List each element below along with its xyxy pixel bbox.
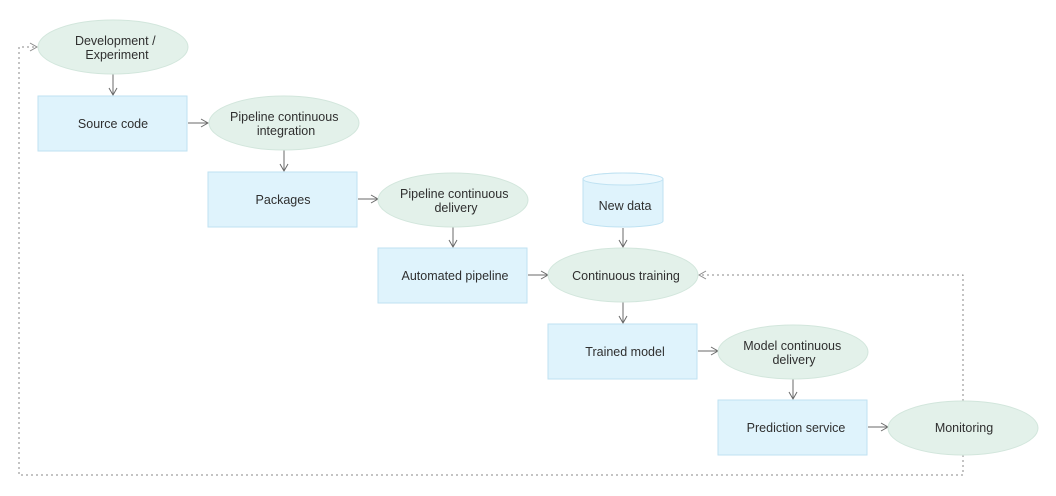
node-model-cd: Model continuous delivery (717, 324, 869, 380)
node-continuous-training-label: Continuous training (572, 269, 680, 283)
node-development-label: Development / Experiment (75, 34, 159, 62)
node-packages: Packages (207, 171, 358, 228)
node-packages-label: Packages (256, 193, 311, 207)
node-new-data: New data (582, 172, 664, 228)
node-source-code: Source code (37, 95, 188, 152)
node-prediction-service-label: Prediction service (747, 421, 846, 435)
node-monitoring-label: Monitoring (935, 421, 993, 435)
node-automated-pipeline: Automated pipeline (377, 247, 528, 304)
node-prediction-service: Prediction service (717, 399, 868, 456)
edges-layer (18, 42, 964, 476)
node-new-data-label: New data (599, 199, 652, 213)
node-trained-model: Trained model (547, 323, 698, 380)
node-monitoring: Monitoring (887, 400, 1039, 456)
node-continuous-training: Continuous training (547, 247, 699, 303)
node-automated-pipeline-label: Automated pipeline (401, 269, 508, 283)
node-pipeline-cd-label: Pipeline continuous delivery (400, 187, 512, 215)
node-development: Development / Experiment (37, 19, 189, 75)
node-pipeline-ci-label: Pipeline continuous integration (230, 110, 342, 138)
node-trained-model-label: Trained model (585, 345, 664, 359)
node-pipeline-cd: Pipeline continuous delivery (377, 172, 529, 228)
node-model-cd-label: Model continuous delivery (743, 339, 844, 367)
node-source-code-label: Source code (78, 117, 148, 131)
node-pipeline-ci: Pipeline continuous integration (208, 95, 360, 151)
edge-monitoring-to-continuous-training (697, 270, 964, 401)
nodes-layer: Development / Experiment Source code Pip… (37, 19, 1039, 456)
